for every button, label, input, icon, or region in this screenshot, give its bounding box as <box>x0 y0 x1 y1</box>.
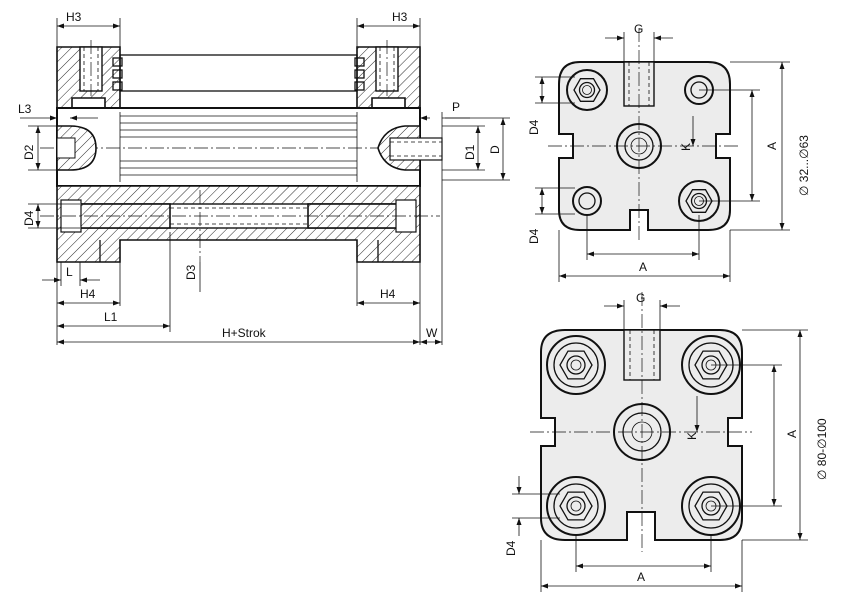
small-bolt-top-left <box>566 69 608 111</box>
g-top-label: G <box>634 22 643 36</box>
k-bottom-label: K <box>685 432 699 440</box>
cylinder-barrel <box>56 107 421 187</box>
h3-right-label: H3 <box>392 10 408 24</box>
rod-thread-bore <box>389 137 443 161</box>
p-label: P <box>452 100 460 114</box>
a-top-vertical-label: A <box>765 142 779 150</box>
large-rod-center <box>613 403 671 461</box>
d2-label: D2 <box>22 144 36 160</box>
d-label: D <box>488 145 502 154</box>
l3-label: L3 <box>18 102 32 116</box>
small-rod-center <box>616 123 662 169</box>
end-view-large: G K A ∅ 80-∅100 D4 A <box>504 291 829 592</box>
h-stroke-label: H+Strok <box>222 326 267 340</box>
l-label: L <box>66 265 73 279</box>
w-label: W <box>426 326 438 340</box>
h3-left-label: H3 <box>66 10 82 24</box>
diameter-range-small-label: ∅ 32...∅63 <box>797 135 811 196</box>
k-top-label: K <box>679 143 693 151</box>
d4-side-label: D4 <box>22 210 36 226</box>
a-bottom-horizontal-label: A <box>637 570 645 584</box>
side-section-view: H3 H3 L3 P D2 D1 D D4 D <box>18 10 510 345</box>
h4-right-label: H4 <box>380 287 396 301</box>
a-top-horizontal-label: A <box>639 260 647 274</box>
a-bottom-vertical-label: A <box>785 430 799 438</box>
l1-label: L1 <box>104 310 118 324</box>
left-counterbore <box>56 125 97 171</box>
large-bolt-top-left <box>546 335 606 395</box>
h4-left-label: H4 <box>80 287 96 301</box>
seal-details <box>112 57 365 91</box>
tube-upper <box>119 54 358 92</box>
d3-label: D3 <box>184 264 198 280</box>
d4-top-label-2: D4 <box>527 228 541 244</box>
large-end-plate <box>540 329 743 541</box>
d4-top-label-1: D4 <box>527 119 541 135</box>
end-view-small: G D4 D4 K A A ∅ 32...∅63 <box>527 22 811 282</box>
d1-label: D1 <box>463 144 477 160</box>
barrel-ribs <box>119 112 358 182</box>
diameter-range-large-label: ∅ 80-∅100 <box>815 418 829 480</box>
g-bottom-label: G <box>636 291 645 305</box>
d4-bottom-label: D4 <box>504 540 518 556</box>
